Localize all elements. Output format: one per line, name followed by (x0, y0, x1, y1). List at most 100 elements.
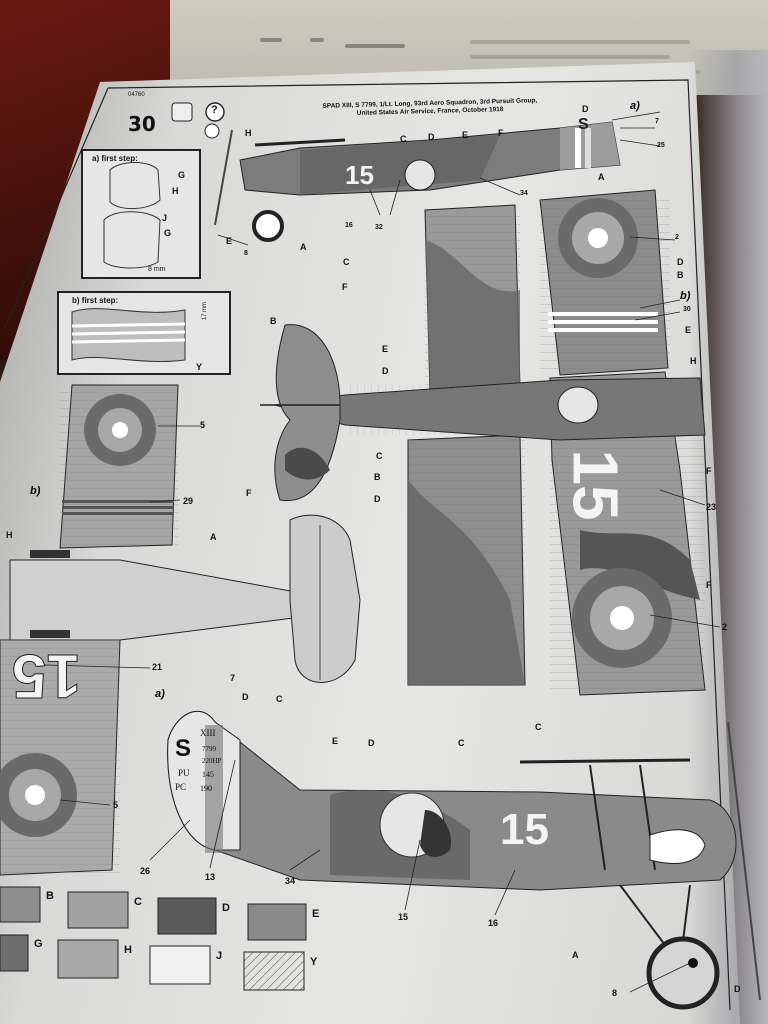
side-view-large (167, 710, 761, 1010)
color-key (0, 886, 307, 991)
flag-a-top: A (598, 172, 605, 182)
flag-h-left: H (6, 530, 13, 540)
flag-f-right: F (706, 466, 712, 476)
callout-34-top: 34 (520, 190, 528, 197)
flag-c-tail-bottom: C (276, 694, 283, 704)
callout-16-bottom: 16 (488, 918, 499, 928)
aircraft-number-large: 15 (500, 805, 549, 854)
callout-8-bottom: 8 (612, 988, 618, 998)
flag-e-gear: E (226, 236, 233, 246)
step-b-label: b) first step: (72, 296, 119, 305)
kit-code: 04760 (128, 92, 145, 98)
paint-pot-icon (171, 102, 193, 122)
underside-view (0, 384, 361, 876)
flag-d-right: D (677, 257, 684, 267)
flag-y-inset: Y (196, 362, 203, 372)
tail-serial-number: 7799 (202, 745, 216, 753)
swatch-y-label: Y (310, 956, 318, 968)
callout-7-bottom: 7 (230, 673, 236, 683)
callout-23: 23 (706, 502, 717, 512)
tail-hp: 220HP (202, 757, 222, 765)
flag-a-bottom: A (572, 950, 579, 960)
dimension-17mm: 17 mm (202, 301, 209, 321)
flag-c-wing-bottom: C (535, 722, 542, 732)
flag-c-lower: C (376, 451, 383, 461)
tail-pu: PU (178, 768, 190, 778)
swatch-h-label: H (124, 944, 132, 956)
tail-pc-value: 190 (200, 784, 212, 793)
lower-wing-number: 15 (12, 641, 82, 711)
callout-13: 13 (205, 872, 216, 882)
tail-serial-small: S (578, 116, 589, 133)
flag-f-wing: F (342, 282, 348, 292)
tail-pc: PC (175, 782, 187, 792)
flag-d-lower: D (374, 494, 381, 504)
flag-d-top: D (428, 132, 435, 142)
callout-21: 21 (152, 662, 163, 672)
flag-e-right: E (685, 325, 692, 335)
sub-label-b-right: b) (680, 290, 691, 302)
flag-d-tail: D (582, 104, 589, 114)
upper-wing-top-view (539, 189, 706, 696)
decal-icon (204, 123, 220, 139)
side-view-small (214, 121, 621, 242)
upper-wing-number: 15 (559, 449, 632, 521)
dimension-8mm: 8 mm (148, 266, 166, 273)
callout-25: 25 (657, 142, 665, 149)
callout-2-bottom: 2 (722, 622, 728, 632)
flag-h-top: H (245, 128, 252, 138)
swatch-j-label: J (216, 950, 223, 962)
swatch-b-label: B (46, 890, 54, 902)
flag-d-bottom: D (368, 738, 375, 748)
sub-label-a-bottom: a) (155, 688, 165, 700)
lower-wing-top-view (407, 204, 526, 686)
inset-step-a (81, 149, 201, 279)
callout-7-top: 7 (655, 118, 659, 125)
flag-a-gear: A (300, 242, 307, 252)
flag-e-top: E (462, 130, 469, 140)
callout-2-top: 2 (675, 234, 679, 241)
flag-b-tail: B (270, 316, 277, 326)
fuselage-top-view (260, 324, 706, 502)
flag-c-wing: C (343, 257, 350, 267)
flag-a-fuselage: A (210, 532, 217, 542)
flag-d-bottom-right: D (734, 984, 741, 994)
swatch-d-label: D (222, 902, 230, 914)
swatch-c-label: C (134, 896, 142, 908)
flag-h-inset: H (172, 186, 179, 196)
sub-label-b-left: b) (30, 485, 41, 497)
flag-g-inset-1: G (178, 170, 186, 180)
flag-f-tail: F (246, 488, 252, 498)
callout-15: 15 (398, 912, 409, 922)
flag-b-lower: B (374, 472, 381, 482)
callout-32: 32 (375, 224, 383, 231)
callout-29: 29 (183, 496, 194, 506)
flag-c-bottom: C (458, 738, 465, 748)
callout-5-top: 5 (200, 420, 206, 430)
flag-g-inset-2: G (164, 228, 172, 238)
flag-f-wingtip: F (706, 580, 712, 590)
step-a-label: a) first step: (92, 154, 138, 163)
callout-26: 26 (140, 866, 151, 876)
callout-30: 30 (683, 306, 691, 313)
callout-5-bottom: 5 (113, 800, 119, 810)
help-icon (205, 102, 225, 122)
flag-d-mid: D (382, 366, 389, 376)
flag-b-right: B (677, 270, 684, 280)
callout-16-top: 16 (345, 222, 353, 229)
aircraft-number-small: 15 (345, 160, 374, 190)
swatch-g-label: G (34, 938, 43, 950)
flag-e-mid: E (382, 344, 389, 354)
tail-serial-large: S (175, 735, 192, 762)
tail-type: XIII (200, 728, 216, 738)
flag-f-top: F (498, 128, 504, 138)
flag-c-top: C (400, 134, 407, 144)
flag-d-tail-bottom: D (242, 692, 249, 702)
flag-j-inset: J (162, 213, 168, 223)
sub-label-a-top: a) (630, 100, 640, 112)
flag-e-bottom: E (332, 736, 339, 746)
callout-34-bottom: 34 (285, 876, 296, 886)
tail-pu-value: 145 (202, 770, 214, 779)
step-number: 30 (128, 112, 156, 136)
